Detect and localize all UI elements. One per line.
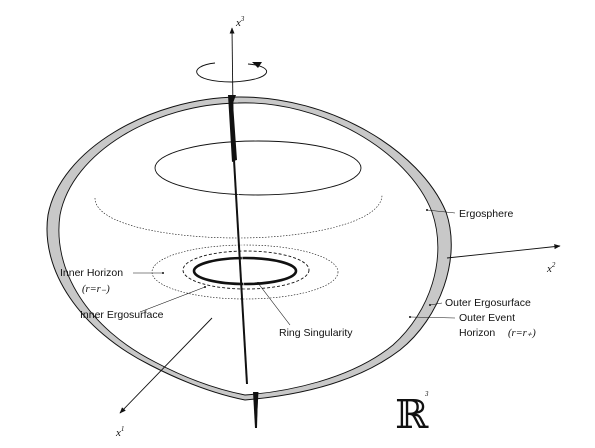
inner-ergosurface: [151, 244, 339, 300]
ergosphere-region-left: [46, 97, 245, 400]
outer-ergosurface: [46, 96, 452, 401]
horizon-label: Horizon: [459, 327, 495, 339]
axis-shaft-inner-2: [235, 159, 251, 385]
inner-horizon-label: Inner Horizon: [60, 267, 123, 279]
leader-ring-singularity: [257, 282, 291, 326]
x2-axis: [446, 244, 561, 259]
space-superscript: 3: [424, 390, 429, 398]
inner-horizon-equation: (r=r₋): [82, 284, 110, 295]
outer-event-horizon: [58, 102, 439, 396]
axis-spike: [228, 95, 237, 162]
rotation-arrow: [196, 62, 267, 83]
leader-ergosphere: [426, 209, 456, 214]
leader-inner-ergosurface: [139, 286, 206, 313]
x2-label: x2: [546, 261, 556, 275]
leader-outer-event-horizon: [409, 316, 456, 319]
ergosphere-label: Ergosphere: [459, 208, 513, 220]
inner-horizon: [182, 250, 310, 290]
outer-horizon-equation: (r=r₊): [508, 328, 536, 339]
ring-singularity-label: Ring Singularity: [279, 327, 353, 339]
top-ring: [154, 140, 362, 196]
ring-singularity: [192, 256, 298, 286]
x3-label: x3: [235, 15, 245, 29]
axis-shaft-inner: [233, 159, 248, 385]
inner-ergosurface-label: Inner Ergosurface: [80, 309, 164, 321]
ergosphere-region: [238, 96, 452, 400]
x1-label: x1: [115, 425, 124, 439]
outer-ergosurface-label: Outer Ergosurface: [445, 297, 531, 309]
outer-event-label: Outer Event: [459, 312, 515, 324]
axis-spike-bottom: [253, 392, 258, 428]
x1-axis: [119, 317, 213, 414]
space-symbol: ℝ: [395, 392, 429, 438]
leader-outer-ergosurface: [429, 302, 443, 306]
